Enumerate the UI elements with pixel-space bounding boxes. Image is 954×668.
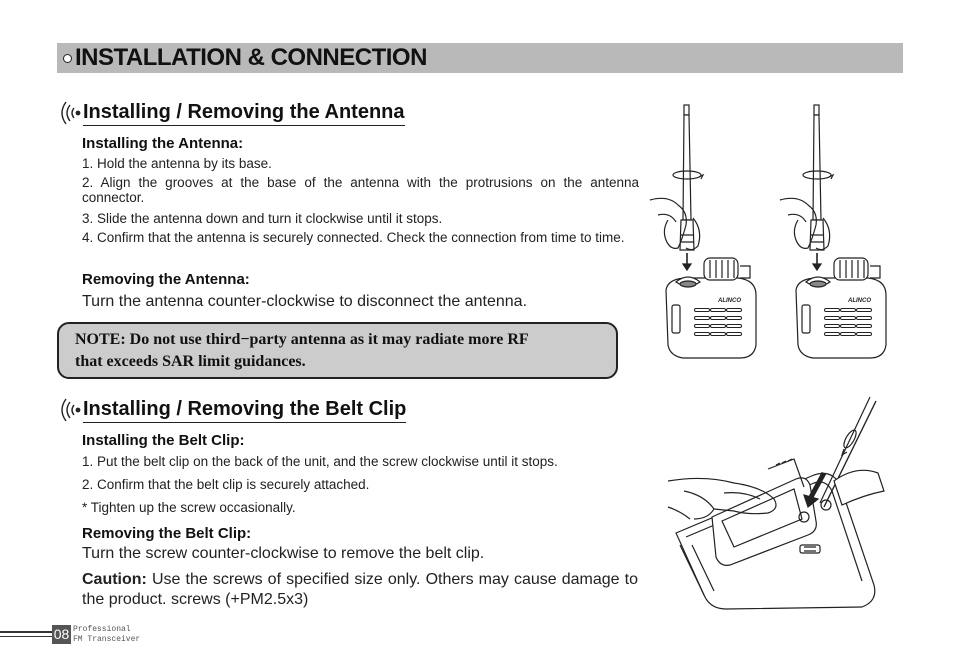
signal-waves-icon <box>61 101 81 125</box>
caution-text: Use the screws of specified size only. O… <box>82 571 638 608</box>
belt-clip-illustration <box>667 396 885 610</box>
caution-label: Caution: <box>82 571 147 588</box>
remove-belt-subtitle: Removing the Belt Clip: <box>82 525 252 542</box>
remove-antenna-subtitle: Removing the Antenna: <box>82 271 250 288</box>
belt-step-1: 1. Put the belt clip on the back of the … <box>82 454 558 469</box>
antenna-section-title: Installing / Removing the Antenna <box>83 101 405 126</box>
antenna-installation-illustration: ALINCO <box>649 103 888 360</box>
remove-belt-text: Turn the screw counter-clockwise to remo… <box>82 545 485 562</box>
antenna-step-1: 1. Hold the antenna by its base. <box>82 156 272 171</box>
caution-paragraph: Caution: Use the screws of specified siz… <box>82 570 638 610</box>
footer-rule-thin <box>0 636 52 637</box>
belt-section-heading: Installing / Removing the Belt Clip <box>58 395 407 425</box>
header-bullet-icon <box>63 53 72 63</box>
antenna-section-heading: Installing / Removing the Antenna <box>58 98 405 128</box>
page-header: INSTALLATION & CONNECTION <box>57 43 903 73</box>
footer-line-2: FM Transceiver <box>73 635 141 644</box>
radio-brand-label: ALINCO <box>717 298 741 304</box>
antenna-step-3: 3. Slide the antenna down and turn it cl… <box>82 211 443 226</box>
footer-line-1: Professional <box>73 625 131 634</box>
belt-section-title: Installing / Removing the Belt Clip <box>83 398 407 423</box>
signal-waves-icon <box>61 398 81 422</box>
belt-step-3: * Tighten up the screw occasionally. <box>82 500 296 515</box>
remove-antenna-text: Turn the antenna counter-clockwise to di… <box>82 293 528 310</box>
note-line-1: NOTE: Do not use third−party antenna as … <box>75 331 529 348</box>
footer-caption: Professional FM Transceiver <box>73 625 140 645</box>
install-belt-subtitle: Installing the Belt Clip: <box>82 432 245 449</box>
footer-rule <box>0 631 52 633</box>
belt-step-2: 2. Confirm that the belt clip is securel… <box>82 477 370 492</box>
page-number: 08 <box>52 625 71 644</box>
antenna-step-2: 2. Align the grooves at the base of the … <box>82 175 639 205</box>
page-title: INSTALLATION & CONNECTION <box>75 44 427 71</box>
antenna-step-4: 4. Confirm that the antenna is securely … <box>82 230 625 245</box>
note-line-2: that exceeds SAR limit guidances. <box>75 353 306 370</box>
note-box: NOTE: Do not use third−party antenna as … <box>57 322 618 379</box>
install-antenna-subtitle: Installing the Antenna: <box>82 135 244 152</box>
